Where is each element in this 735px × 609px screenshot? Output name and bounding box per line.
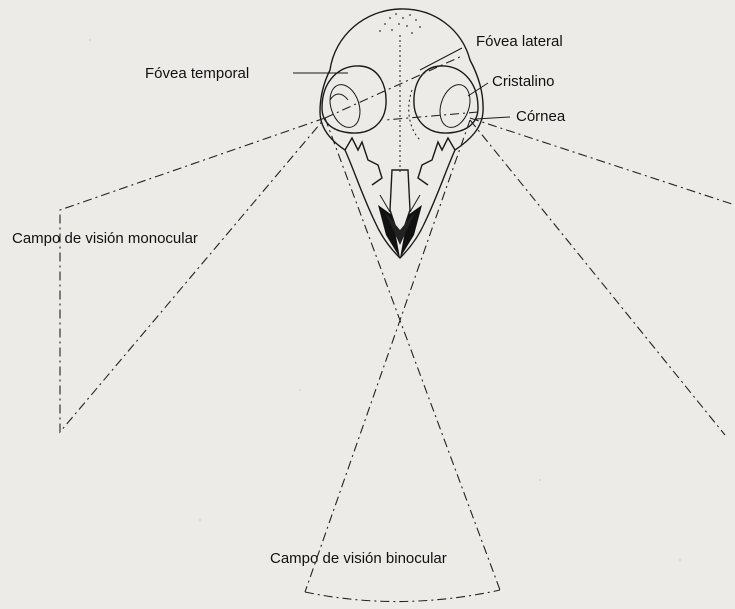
right-monocular-field — [470, 118, 735, 435]
label-fovea-temporal: Fóvea temporal — [145, 65, 249, 82]
label-campo-monocular: Campo de visión monocular — [12, 230, 198, 247]
left-monocular-field — [60, 118, 325, 432]
right-eye — [409, 66, 478, 140]
skull-illustration — [320, 9, 483, 258]
skull-outline — [320, 9, 483, 258]
skull-beak — [378, 170, 422, 258]
optical-axis-left — [325, 56, 462, 118]
vision-field-lines — [60, 56, 735, 602]
left-eye — [322, 66, 386, 133]
label-campo-binocular: Campo de visión binocular — [270, 550, 447, 567]
label-fovea-lateral: Fóvea lateral — [476, 33, 563, 50]
label-cristalino: Cristalino — [492, 73, 555, 90]
paper-texture — [89, 39, 681, 561]
skull-stipple — [379, 13, 421, 34]
label-cornea: Córnea — [516, 108, 566, 125]
binocular-field — [305, 118, 500, 592]
binocular-arc — [305, 590, 500, 602]
